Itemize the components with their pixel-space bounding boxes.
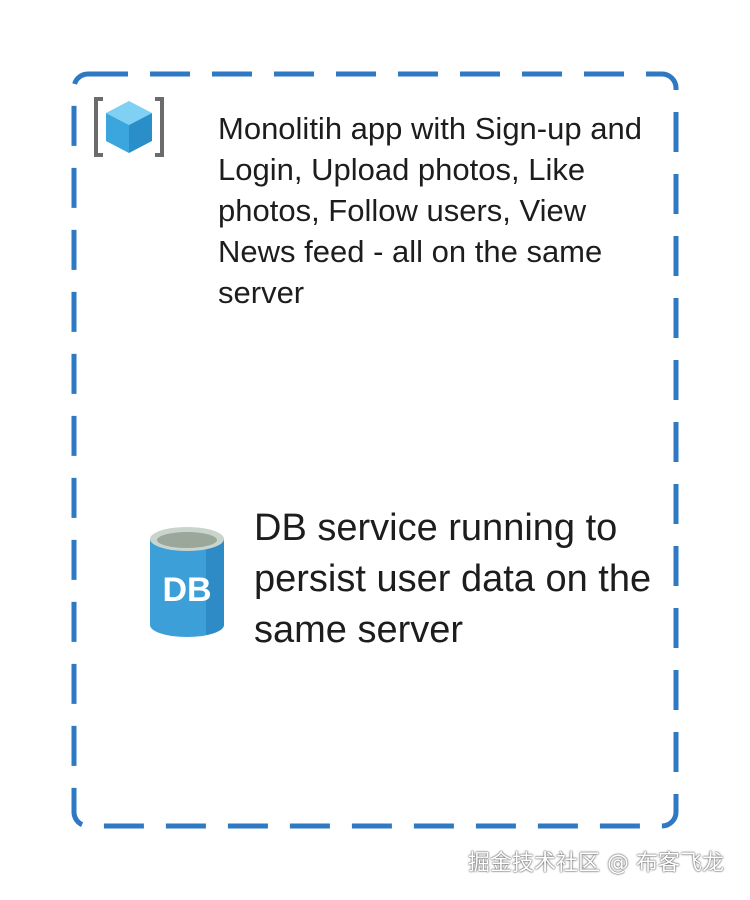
monolith-app-description: Monolitih app with Sign-up and Login, Up… — [218, 111, 642, 310]
database-icon-label: DB — [162, 571, 211, 609]
database-icon: DB — [150, 527, 224, 637]
cube-icon — [94, 97, 164, 157]
db-service-description: DB service running to persist user data … — [254, 507, 652, 651]
watermark: 掘金技术社区 @ 布客飞龙 — [468, 851, 724, 876]
